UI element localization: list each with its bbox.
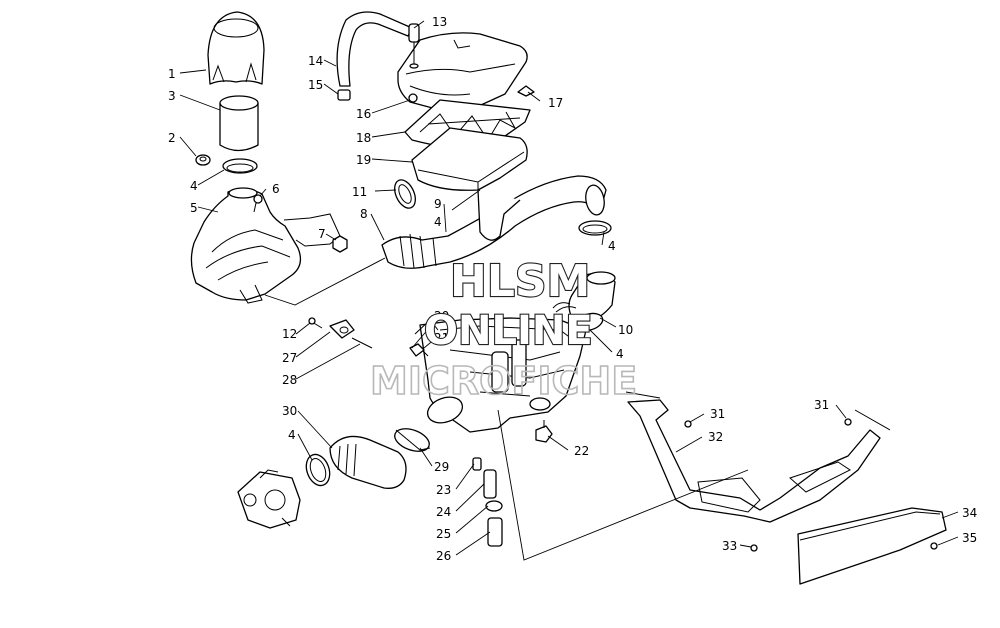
part-screw-12 <box>308 317 323 329</box>
callout-34: 34 <box>962 506 977 520</box>
part-air-filter-element <box>219 95 259 152</box>
callout-22: 22 <box>574 444 589 458</box>
callout-4: 4 <box>616 347 624 361</box>
callout-16: 16 <box>356 107 371 121</box>
callout-9: 9 <box>434 197 442 211</box>
callout-24: 24 <box>436 505 451 519</box>
part-filter-tube <box>477 189 521 241</box>
callout-13: 13 <box>432 15 447 29</box>
part-drain-23 <box>472 457 482 471</box>
part-cover-plate <box>797 507 947 585</box>
callout-17: 17 <box>548 96 563 110</box>
part-screw-6 <box>253 194 263 213</box>
callout-3: 3 <box>168 89 176 103</box>
callout-32: 32 <box>708 430 723 444</box>
watermark-line-3: MICROFICHE <box>370 359 637 403</box>
watermark: HLSM ONLINE MICROFICHE <box>369 255 638 404</box>
part-breather-hose <box>336 11 420 87</box>
callout-28: 28 <box>282 373 297 387</box>
part-air-box-lid <box>397 32 528 111</box>
callout-31: 31 <box>814 398 829 412</box>
callout-7: 7 <box>318 227 326 241</box>
callout-31: 31 <box>710 407 725 421</box>
callout-4: 4 <box>608 239 616 253</box>
part-gasket-ring <box>394 179 416 209</box>
callout-35: 35 <box>962 531 977 545</box>
part-clamp-duct <box>578 220 612 236</box>
callout-20: 20 <box>434 309 449 323</box>
callout-11: 11 <box>352 185 367 199</box>
part-hose-clip <box>337 89 351 101</box>
leader-lines <box>179 20 959 556</box>
part-clamp-25 <box>485 500 503 512</box>
reference-lines <box>451 189 749 561</box>
callout-23: 23 <box>436 483 451 497</box>
callout-14: 14 <box>308 54 323 68</box>
part-fastener-22 <box>535 420 553 443</box>
callout-4: 4 <box>434 215 442 229</box>
part-intake-boot <box>329 428 431 489</box>
watermark-line-1: HLSM <box>450 256 590 307</box>
part-air-box-main <box>409 317 587 433</box>
callout-26: 26 <box>436 549 451 563</box>
callout-15: 15 <box>308 78 323 92</box>
callout-27: 27 <box>282 351 297 365</box>
part-clamp-upper <box>222 158 258 174</box>
part-grommet <box>195 154 211 166</box>
part-air-intake-housing <box>190 187 386 306</box>
callout-6: 6 <box>272 182 280 196</box>
callout-19: 19 <box>356 153 371 167</box>
callout-8: 8 <box>360 207 368 221</box>
part-drain-26 <box>487 517 503 547</box>
part-clamp-lower <box>305 453 331 487</box>
part-throttle-body <box>237 469 301 529</box>
callout-5: 5 <box>190 201 198 215</box>
part-bracket-27 <box>329 319 355 339</box>
watermark-line-2: ONLINE <box>424 308 593 354</box>
callout-2: 2 <box>168 131 176 145</box>
callout-25: 25 <box>436 527 451 541</box>
callout-12: 12 <box>282 327 297 341</box>
callout-labels: 1 3 2 4 5 6 7 8 9 4 11 13 14 15 16 17 18… <box>168 15 977 563</box>
part-bracket-frame <box>625 391 891 552</box>
callout-33: 33 <box>722 539 737 553</box>
callout-4: 4 <box>190 179 198 193</box>
callout-21: 21 <box>434 331 449 345</box>
part-rod-28 <box>351 337 373 349</box>
part-air-box-base <box>411 127 528 191</box>
part-pre-filter-cover <box>207 11 265 85</box>
callout-18: 18 <box>356 131 371 145</box>
part-drain-24 <box>483 469 497 499</box>
callout-10: 10 <box>618 323 633 337</box>
callout-4: 4 <box>288 428 296 442</box>
callout-1: 1 <box>168 67 176 81</box>
part-intake-elbow <box>552 271 616 332</box>
callout-29: 29 <box>434 460 449 474</box>
part-nut-7 <box>332 235 348 253</box>
callout-30: 30 <box>282 404 297 418</box>
